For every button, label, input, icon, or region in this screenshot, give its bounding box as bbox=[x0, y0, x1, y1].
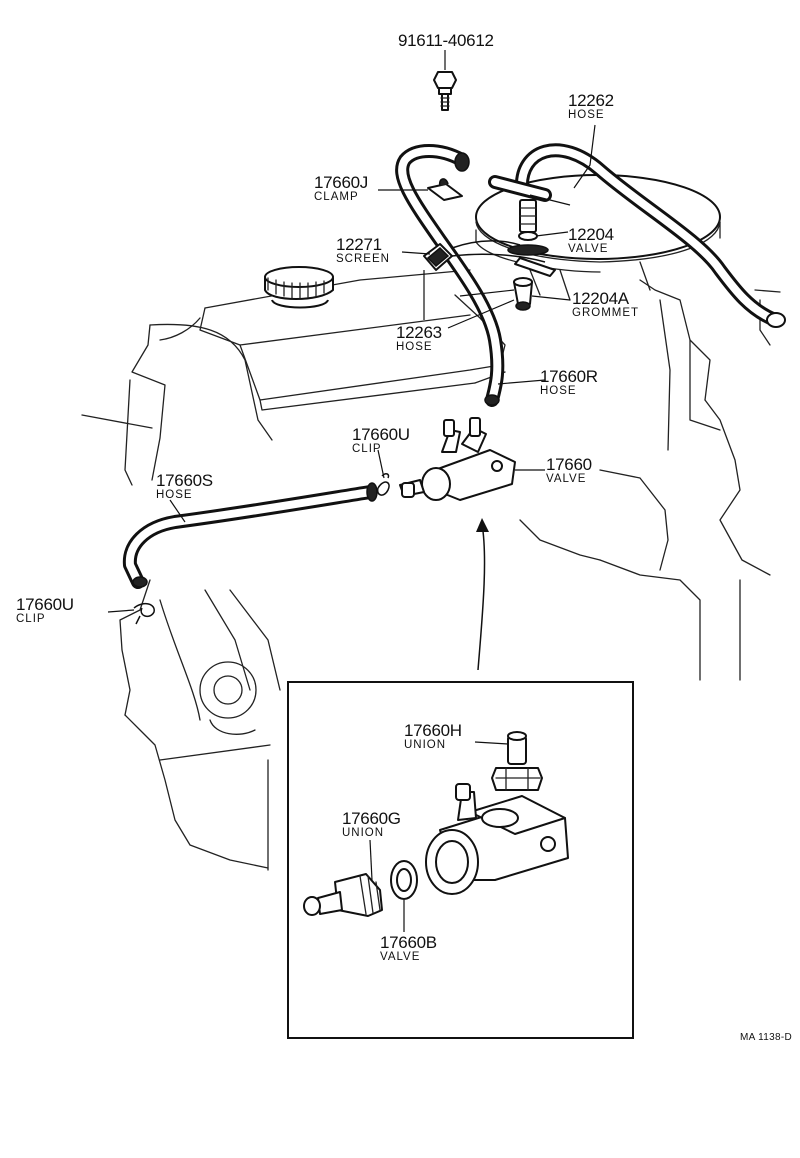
hose-12262 bbox=[514, 143, 786, 328]
label-valve-17660: 17660 VALVE bbox=[546, 456, 592, 486]
union-17660G bbox=[303, 873, 383, 917]
hose-17660S bbox=[122, 482, 378, 589]
part-name: VALVE bbox=[380, 951, 421, 963]
part-number: 12271 bbox=[336, 235, 382, 254]
hose-12263 bbox=[395, 144, 505, 407]
oil-filler-cap bbox=[264, 266, 334, 309]
part-number: 17660J bbox=[314, 173, 368, 192]
part-name: CLIP bbox=[352, 443, 382, 455]
label-valve-17660B: 17660B VALVE bbox=[380, 934, 437, 964]
valve-12204 bbox=[507, 199, 549, 256]
label-union-17660G: 17660G UNION bbox=[342, 810, 401, 840]
part-number: 17660G bbox=[342, 809, 401, 828]
label-hose-17660R: 17660R HOSE bbox=[540, 368, 598, 398]
label-screen-12271: 12271 SCREEN bbox=[336, 236, 390, 266]
part-name: VALVE bbox=[546, 473, 587, 485]
label-union-17660H: 17660H UNION bbox=[404, 722, 462, 752]
part-name: UNION bbox=[404, 739, 447, 751]
clip-17660U-lower bbox=[133, 602, 155, 625]
part-number: 17660U bbox=[16, 595, 74, 614]
detail-inset-frame bbox=[287, 681, 634, 1039]
clamp-17660J bbox=[427, 178, 463, 201]
part-name: VALVE bbox=[568, 243, 609, 255]
part-name: CLAMP bbox=[314, 191, 359, 203]
label-clip-17660U-upper: 17660U CLIP bbox=[352, 426, 410, 456]
part-name: CLIP bbox=[16, 613, 46, 625]
label-valve-12204: 12204 VALVE bbox=[568, 226, 614, 256]
pipe-screen-valve bbox=[451, 240, 521, 249]
part-number: 17660S bbox=[156, 471, 213, 490]
valve-17660-assembly bbox=[399, 417, 516, 501]
leader-lines bbox=[107, 50, 596, 932]
part-number: 12204A bbox=[572, 289, 629, 308]
part-number: 12263 bbox=[396, 323, 442, 342]
grommet-12204A bbox=[513, 277, 533, 311]
label-clamp-17660J: 17660J CLAMP bbox=[314, 174, 368, 204]
label-bolt-number: 91611-40612 bbox=[398, 31, 494, 50]
part-name: UNION bbox=[342, 827, 385, 839]
part-name: HOSE bbox=[156, 489, 193, 501]
part-name: HOSE bbox=[396, 341, 433, 353]
label-clip-17660U-lower: 17660U CLIP bbox=[16, 596, 74, 626]
bolt-91611-40612 bbox=[433, 71, 457, 111]
label-hose-12263: 12263 HOSE bbox=[396, 324, 442, 354]
part-number: 17660 bbox=[546, 455, 592, 474]
arrow-shaft bbox=[477, 523, 486, 671]
part-number: 17660B bbox=[380, 933, 437, 952]
label-hose-17660S: 17660S HOSE bbox=[156, 472, 213, 502]
part-number: 12204 bbox=[568, 225, 614, 244]
reference-code: MA 1138-D bbox=[740, 1032, 792, 1043]
union-17660H bbox=[491, 731, 543, 791]
part-name: GROMMET bbox=[572, 307, 640, 319]
arrow-head bbox=[476, 518, 489, 532]
part-number: 17660U bbox=[352, 425, 410, 444]
part-number: 17660R bbox=[540, 367, 598, 386]
washer-17660B bbox=[390, 860, 418, 900]
valve-body-detail bbox=[425, 783, 569, 895]
engine-block-outline bbox=[81, 269, 781, 871]
label-hose-12262: 12262 HOSE bbox=[568, 92, 614, 122]
part-name: HOSE bbox=[568, 109, 605, 121]
part-number: 12262 bbox=[568, 91, 614, 110]
label-grommet-12204A: 12204A GROMMET bbox=[572, 290, 639, 320]
screen-12271 bbox=[423, 243, 453, 271]
part-number: 17660H bbox=[404, 721, 462, 740]
part-name: HOSE bbox=[540, 385, 577, 397]
part-name: SCREEN bbox=[336, 253, 390, 265]
